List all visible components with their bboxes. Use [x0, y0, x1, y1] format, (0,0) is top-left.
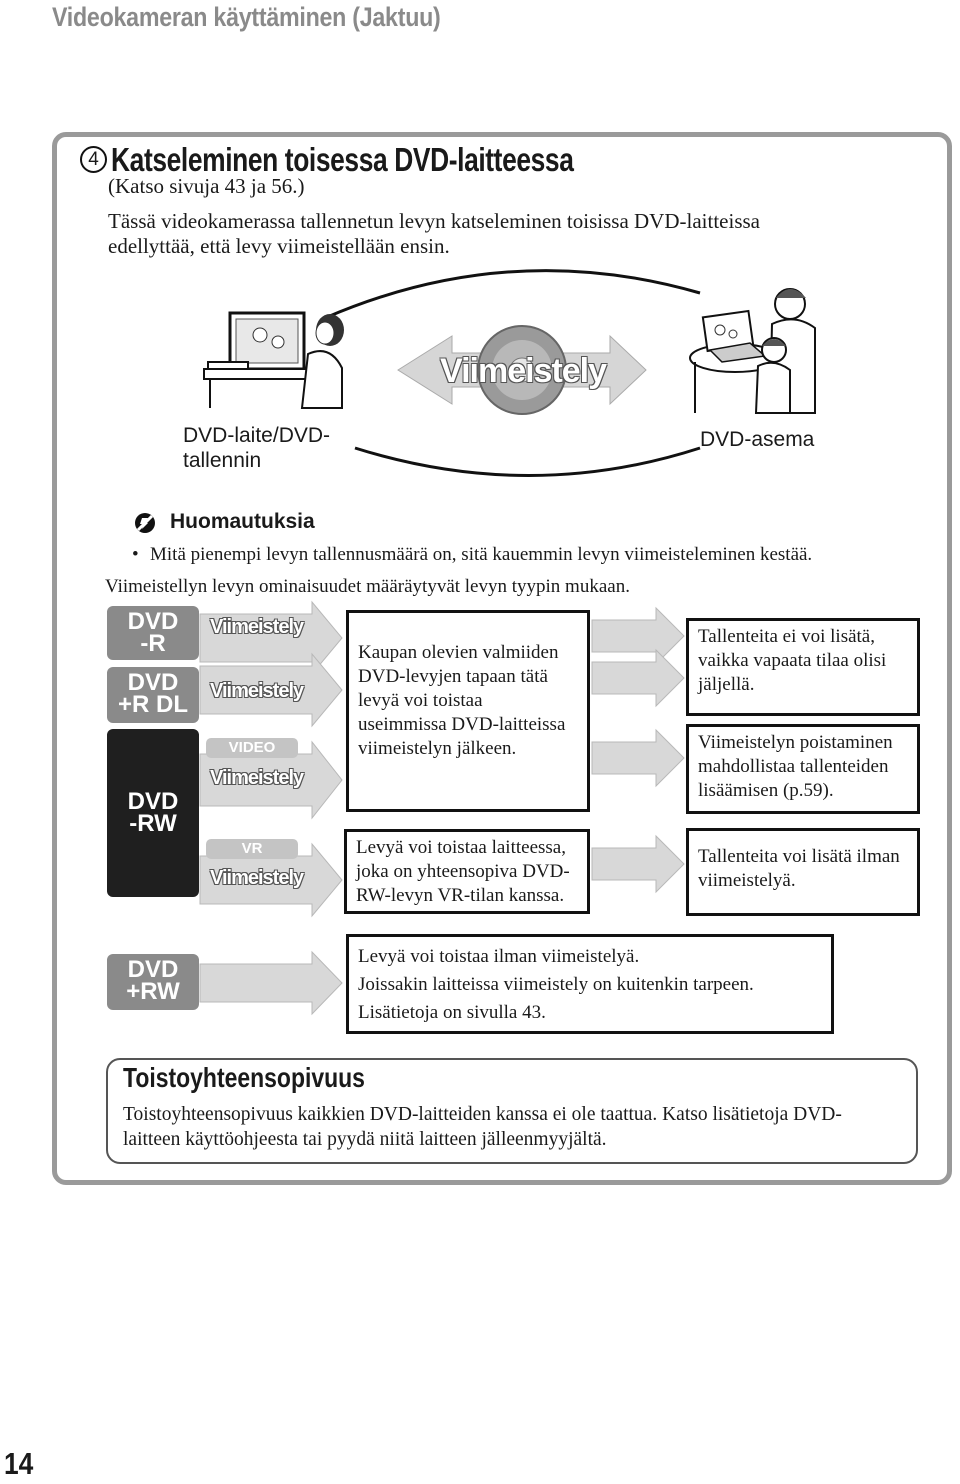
info-box-vr: Levyä voi toistaa laitteessa, joka on yh… [344, 829, 590, 914]
info-line: Levyä voi toistaa ilman viimeistelyä. [358, 946, 640, 967]
section-number-badge: 4 [80, 146, 107, 173]
disc-label-dvd-r-dl-line-2: +R DL [117, 691, 188, 718]
arrow-to-unfinalize [591, 728, 685, 788]
finalize-illustration-label: Viimeistely [440, 352, 607, 390]
disc-label-dvd-r: DVD -R [107, 606, 199, 660]
info-line: joka on yhteensopiva DVD- [356, 861, 570, 882]
info-line: levyä voi toistaa [358, 690, 483, 711]
disc-icon [477, 325, 567, 415]
intro-line-2: edellyttää, että levy viimeistellään ens… [108, 234, 450, 258]
finalize-label-dvd-rw-video: Viimeistely [210, 767, 304, 789]
intro-line-1: Tässä videokamerassa tallennetun levyn k… [108, 209, 760, 233]
finalize-label-dvd-r: Viimeistely [210, 616, 304, 638]
disc-label-dvd-rw-line-2: -RW [129, 810, 177, 837]
disc-label-dvd-plus-rw-line-1: DVD [127, 956, 179, 983]
arrow-to-no-add [591, 606, 685, 666]
left-device-label-line-2: tallennin [183, 449, 262, 472]
compatibility-line-2: laitteen käyttöohjeesta tai pyydä niitä … [123, 1129, 607, 1150]
arrow-dvd-r-dl [199, 652, 343, 728]
info-line: Joissakin laitteissa viimeistely on kuit… [358, 974, 754, 995]
mode-pill-vr: VR [206, 839, 298, 859]
note-item-1: Mitä pienempi levyn tallennusmäärä on, s… [150, 544, 813, 565]
note-bullet: • [132, 544, 139, 565]
finalize-label-dvd-r-dl: Viimeistely [210, 680, 304, 702]
section-reference: (Katso sivuja 43 ja 56.) [108, 174, 305, 198]
compatibility-box [106, 1058, 918, 1164]
mode-pill-video: VIDEO [206, 738, 298, 758]
left-device-label: DVD-laite/DVD- tallennin [183, 423, 330, 473]
info-box-plus-rw: Levyä voi toistaa ilman viimeistelyä. Jo… [346, 934, 834, 1034]
section-title: Katseleminen toisessa DVD-laitteessa [111, 141, 574, 178]
info-line: jäljellä. [698, 674, 755, 695]
notes-heading: Huomautuksia [170, 510, 315, 533]
disc-label-dvd-rw-line-1: DVD [127, 788, 179, 815]
info-line: vaikka vapaata tilaa olisi [698, 650, 887, 671]
info-line: DVD-levyjen tapaan tätä [358, 666, 548, 687]
flow-arrows [199, 600, 685, 1016]
info-box-no-add: Tallenteita ei voi lisätä, vaikka vapaat… [686, 618, 920, 716]
disc-label-dvd-r-dl-line-1: DVD [127, 669, 179, 696]
page-number: 14 [4, 1446, 34, 1481]
content-panel [52, 132, 952, 1185]
arrow-dvd-r [199, 600, 343, 676]
disc-label-dvd-rw: DVD -RW [107, 729, 199, 897]
disc-label-dvd-r-line-2: -R [140, 630, 166, 657]
info-line: Tallenteita voi lisätä ilman [698, 846, 900, 867]
page-header: Videokameran käyttäminen (Jaktuu) [52, 2, 441, 32]
info-line: RW-levyn VR-tilan kanssa. [356, 885, 565, 906]
info-line: viimeistelyn jälkeen. [358, 738, 517, 759]
disc-label-dvd-r-dl: DVD +R DL [107, 667, 199, 723]
info-box-add-without: Tallenteita voi lisätä ilman viimeistely… [686, 828, 920, 916]
upper-arc [324, 269, 701, 320]
info-line: Levyä voi toistaa laitteessa, [356, 837, 566, 858]
lower-arc [354, 446, 701, 477]
disc-label-dvd-r-line-1: DVD [127, 608, 179, 635]
finalize-label-dvd-rw-vr: Viimeistely [210, 867, 304, 889]
info-line: useimmissa DVD-laitteissa [358, 714, 566, 735]
info-line: Viimeistelyn poistaminen [698, 732, 893, 753]
tv-viewer-icon [203, 311, 344, 409]
info-line: Lisätietoja on sivulla 43. [358, 1002, 546, 1023]
info-box-playable: Kaupan olevien valmiiden DVD-levyjen tap… [346, 610, 590, 812]
info-line: Kaupan olevien valmiiden [358, 642, 559, 663]
compatibility-title: Toistoyhteensopivuus [123, 1062, 365, 1093]
disc-label-dvd-plus-rw-line-2: +RW [126, 978, 180, 1005]
arrow-to-no-add-2 [591, 648, 685, 708]
right-device-label: DVD-asema [700, 428, 815, 451]
compatibility-line-1: Toistoyhteensopivuus kaikkien DVD-laitte… [123, 1104, 842, 1125]
info-line: viimeistelyä. [698, 870, 796, 891]
info-line: Tallenteita ei voi lisätä, [698, 626, 875, 647]
no-sign-icon [135, 513, 155, 533]
disc-label-dvd-plus-rw: DVD +RW [107, 954, 199, 1010]
left-device-label-line-1: DVD-laite/DVD- [183, 424, 331, 447]
arrow-to-add-without [591, 834, 685, 894]
info-box-unfinalize: Viimeistelyn poistaminen mahdollistaa ta… [686, 724, 920, 814]
arrow-dvd-plus-rw [199, 950, 343, 1016]
info-line: lisäämisen (p.59). [698, 780, 834, 801]
info-line: mahdollistaa tallenteiden [698, 756, 889, 777]
arrow-dvd-rw-video [199, 740, 343, 820]
arrow-dvd-rw-vr [199, 842, 343, 918]
computer-users-icon [689, 288, 816, 414]
properties-intro: Viimeistellyn levyn ominaisuudet määräyt… [105, 576, 630, 597]
finalize-illustration [203, 269, 816, 477]
